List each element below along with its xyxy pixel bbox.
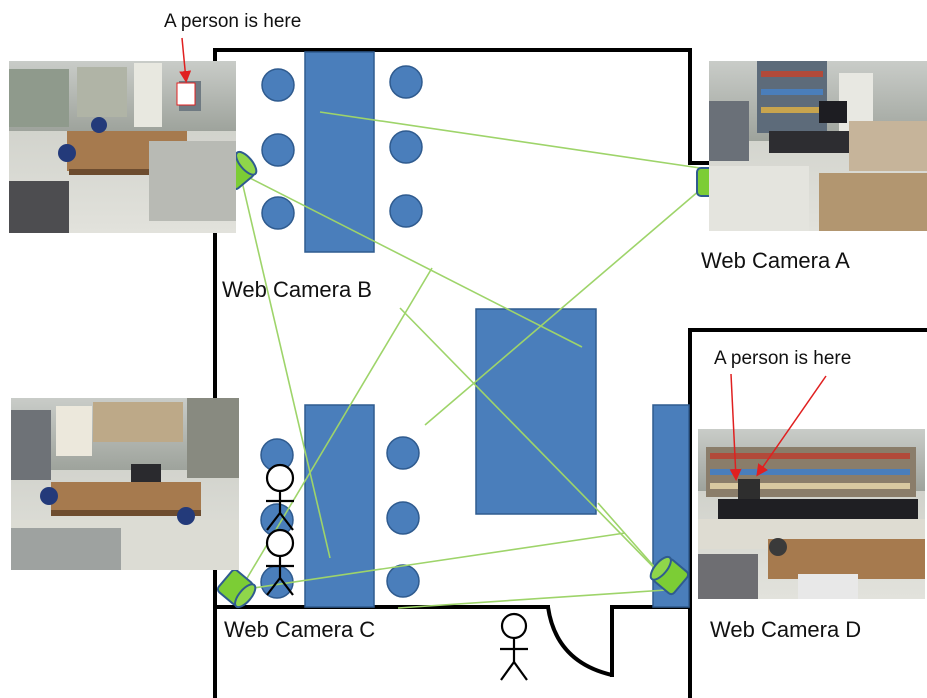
arrow-icon [729, 373, 742, 481]
person-icon [500, 612, 528, 681]
web-camera-icon [649, 555, 690, 596]
sight-line-b [239, 172, 583, 348]
sight-line-c [239, 532, 626, 591]
camera-d-label: Web Camera D [710, 617, 861, 642]
camera-b-label: Web Camera B [222, 277, 372, 302]
chair-icon [261, 68, 295, 102]
web-camera-c [216, 568, 257, 609]
web-camera-icon [216, 568, 257, 609]
person-annotation-top: A person is here [164, 11, 301, 32]
arrow-icon [756, 375, 827, 477]
sight-line-d [397, 589, 667, 609]
sight-line-a [424, 189, 701, 426]
table-center [475, 308, 597, 515]
table-top-left [304, 51, 375, 253]
chair-icon [389, 130, 423, 164]
camera-photo [709, 61, 927, 231]
chair-icon [389, 65, 423, 99]
camera-photo [11, 398, 239, 570]
web-camera-d [649, 555, 690, 596]
chair-icon [386, 436, 420, 470]
sight-line-d [399, 307, 667, 581]
camera-c-label: Web Camera C [224, 617, 375, 642]
table-bottom-left [304, 404, 375, 608]
camera-photo [9, 61, 236, 233]
chair-icon [261, 196, 295, 230]
chair-icon [386, 501, 420, 535]
sight-line-a [319, 111, 701, 169]
camera-photo [698, 429, 925, 599]
camera-a-label: Web Camera A [701, 248, 850, 273]
sight-line-b [239, 172, 331, 559]
door-icon [546, 606, 613, 677]
person-icon [265, 528, 295, 596]
arrow-icon [179, 37, 192, 83]
camera-sight-lines [239, 111, 701, 609]
person-annotation-right: A person is here [714, 348, 851, 369]
person-icon [265, 463, 295, 531]
chair-icon [386, 564, 420, 598]
chair-icon [261, 133, 295, 167]
chair-icon [389, 194, 423, 228]
